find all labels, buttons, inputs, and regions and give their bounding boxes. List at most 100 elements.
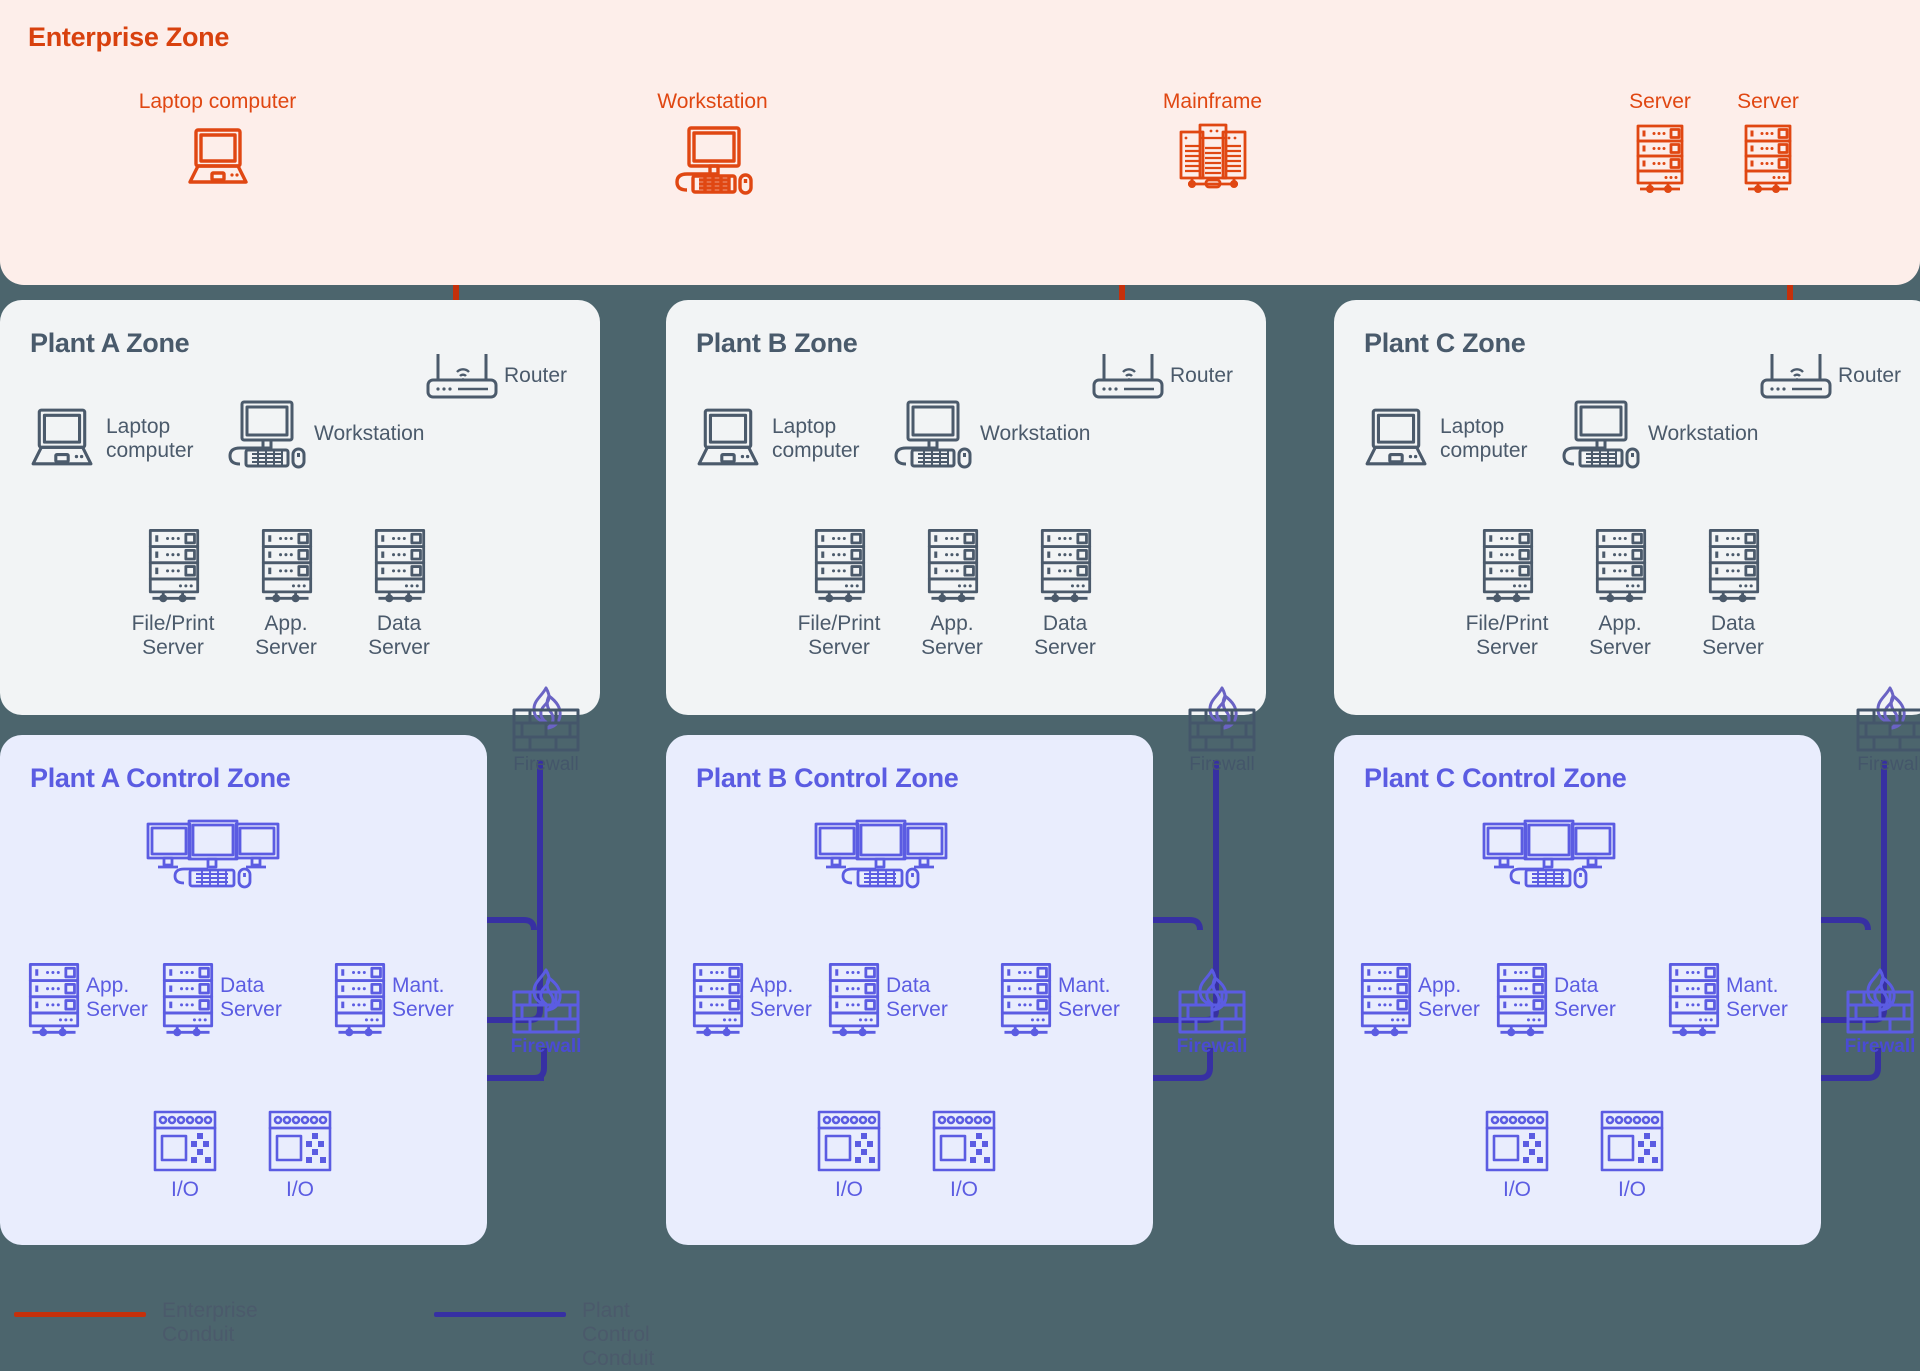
server-icon	[1706, 528, 1762, 604]
control-c-server-data[interactable]: Data Server	[1494, 962, 1616, 1038]
plant-c-control-zone-title: Plant C Control Zone	[1364, 763, 1627, 793]
server-icon	[259, 528, 315, 604]
server-icon	[812, 528, 868, 604]
server-icon	[925, 528, 981, 604]
server-icon	[1480, 528, 1536, 604]
control-c-server-data-label: Data Server	[1554, 974, 1616, 1021]
control-b-server-mant[interactable]: Mant. Server	[998, 962, 1120, 1038]
control-b-server-data[interactable]: Data Server	[826, 962, 948, 1038]
plant-b-control-zone-title: Plant B Control Zone	[696, 763, 959, 793]
laptop-icon	[1356, 406, 1436, 470]
server-icon	[1666, 962, 1722, 1038]
plant-a-server-data-label: Data Server	[368, 612, 430, 659]
router-icon	[1758, 352, 1834, 402]
workstation-icon	[226, 400, 310, 470]
control-c-server-app[interactable]: App. Server	[1358, 962, 1480, 1038]
control-b-server-app-label: App. Server	[750, 974, 812, 1021]
plant-b-server-data-label: Data Server	[1034, 612, 1096, 659]
enterprise-node-laptop-label: Laptop computer	[138, 90, 297, 113]
server-icon	[146, 528, 202, 604]
plant-c-client-laptop[interactable]: Laptop computer	[1356, 406, 1528, 470]
enterprise-zone	[0, 0, 1920, 285]
control-b-server-app[interactable]: App. Server	[690, 962, 812, 1038]
plant-c-client-workstation-label: Workstation	[1648, 422, 1759, 445]
control-b-io-1-label: I/O	[834, 1178, 863, 1201]
server-icon	[372, 528, 428, 604]
workstation-icon	[1560, 400, 1644, 470]
workstation-icon	[673, 126, 757, 196]
enterprise-node-server-1-label: Server	[1629, 90, 1691, 113]
control-c-firewall-label: Firewall	[1844, 1036, 1916, 1057]
io-module-icon	[264, 1108, 336, 1176]
plant-b-zone-title: Plant B Zone	[696, 328, 858, 358]
plant-b-router[interactable]: Router	[1090, 352, 1233, 402]
server-icon	[160, 962, 216, 1038]
router-icon	[1090, 352, 1166, 402]
io-module-icon	[1481, 1108, 1553, 1176]
plant-a-control-zone	[0, 735, 487, 1245]
plant-b-control-zone	[666, 735, 1153, 1245]
control-c-io-2[interactable]: I/O	[1596, 1108, 1668, 1201]
plant-c-server-app-label: App. Server	[1589, 612, 1651, 659]
workstation-icon	[892, 400, 976, 470]
control-c-io-2-label: I/O	[1617, 1178, 1646, 1201]
legend: Enterprise Conduit Plant Control Conduit	[0, 1288, 1920, 1370]
control-c-io-1[interactable]: I/O	[1481, 1108, 1553, 1201]
plant-a-server-app-label: App. Server	[255, 612, 317, 659]
plant-c-router[interactable]: Router	[1758, 352, 1901, 402]
router-icon	[424, 352, 500, 402]
control-a-hmi[interactable]	[146, 819, 280, 890]
plant-a-router[interactable]: Router	[424, 352, 567, 402]
firewall-icon	[1174, 968, 1250, 1034]
plant-a-router-label: Router	[504, 364, 568, 387]
control-a-io-2-label: I/O	[285, 1178, 314, 1201]
control-a-io-2[interactable]: I/O	[264, 1108, 336, 1201]
firewall-icon	[1184, 686, 1260, 752]
legend-label-plant-control-conduit: Plant Control Conduit	[582, 1299, 655, 1370]
multi-monitor-workstation-icon	[1482, 819, 1616, 890]
enterprise-node-server-2-label: Server	[1737, 90, 1799, 113]
server-icon	[1038, 528, 1094, 604]
control-b-io-2[interactable]: I/O	[928, 1108, 1000, 1201]
plant-b-client-workstation-label: Workstation	[980, 422, 1091, 445]
multi-monitor-workstation-icon	[814, 819, 948, 890]
plant-b-zone	[666, 300, 1266, 715]
firewall-icon	[1852, 686, 1920, 752]
plant-a-client-workstation[interactable]: Workstation	[226, 400, 425, 470]
server-icon	[1634, 124, 1686, 194]
plant-c-server-data-label: Data Server	[1702, 612, 1764, 659]
enterprise-zone-title: Enterprise Zone	[28, 22, 230, 52]
plant-c-client-laptop-label: Laptop computer	[1440, 415, 1528, 462]
control-c-hmi[interactable]	[1482, 819, 1616, 890]
plant-c-router-label: Router	[1838, 364, 1902, 387]
server-icon	[1593, 528, 1649, 604]
plant-b-client-laptop-label: Laptop computer	[772, 415, 860, 462]
enterprise-node-workstation-label: Workstation	[657, 90, 768, 113]
io-module-icon	[813, 1108, 885, 1176]
plant-a-client-laptop-label: Laptop computer	[106, 415, 194, 462]
control-b-io-1[interactable]: I/O	[813, 1108, 885, 1201]
plant-c-client-workstation[interactable]: Workstation	[1560, 400, 1759, 470]
firewall-icon	[508, 968, 584, 1034]
mainframe-icon	[1178, 122, 1248, 192]
io-module-icon	[1596, 1108, 1668, 1176]
server-icon	[1742, 124, 1794, 194]
control-a-firewall-label: Firewall	[510, 1036, 582, 1057]
server-icon	[1494, 962, 1550, 1038]
control-c-server-app-label: App. Server	[1418, 974, 1480, 1021]
control-a-server-app-label: App. Server	[86, 974, 148, 1021]
server-icon	[998, 962, 1054, 1038]
control-c-server-mant[interactable]: Mant. Server	[1666, 962, 1788, 1038]
control-b-server-mant-label: Mant. Server	[1058, 974, 1120, 1021]
control-b-hmi[interactable]	[814, 819, 948, 890]
plant-b-router-label: Router	[1170, 364, 1234, 387]
control-a-io-1[interactable]: I/O	[149, 1108, 221, 1201]
laptop-icon	[22, 406, 102, 470]
plant-b-client-workstation[interactable]: Workstation	[892, 400, 1091, 470]
plant-b-client-laptop[interactable]: Laptop computer	[688, 406, 860, 470]
plant-a-client-laptop[interactable]: Laptop computer	[22, 406, 194, 470]
io-module-icon	[928, 1108, 1000, 1176]
control-b-server-data-label: Data Server	[886, 974, 948, 1021]
legend-swatch-enterprise-conduit	[14, 1312, 146, 1317]
plant-b-server-fileprint-label: File/Print Server	[797, 612, 881, 659]
